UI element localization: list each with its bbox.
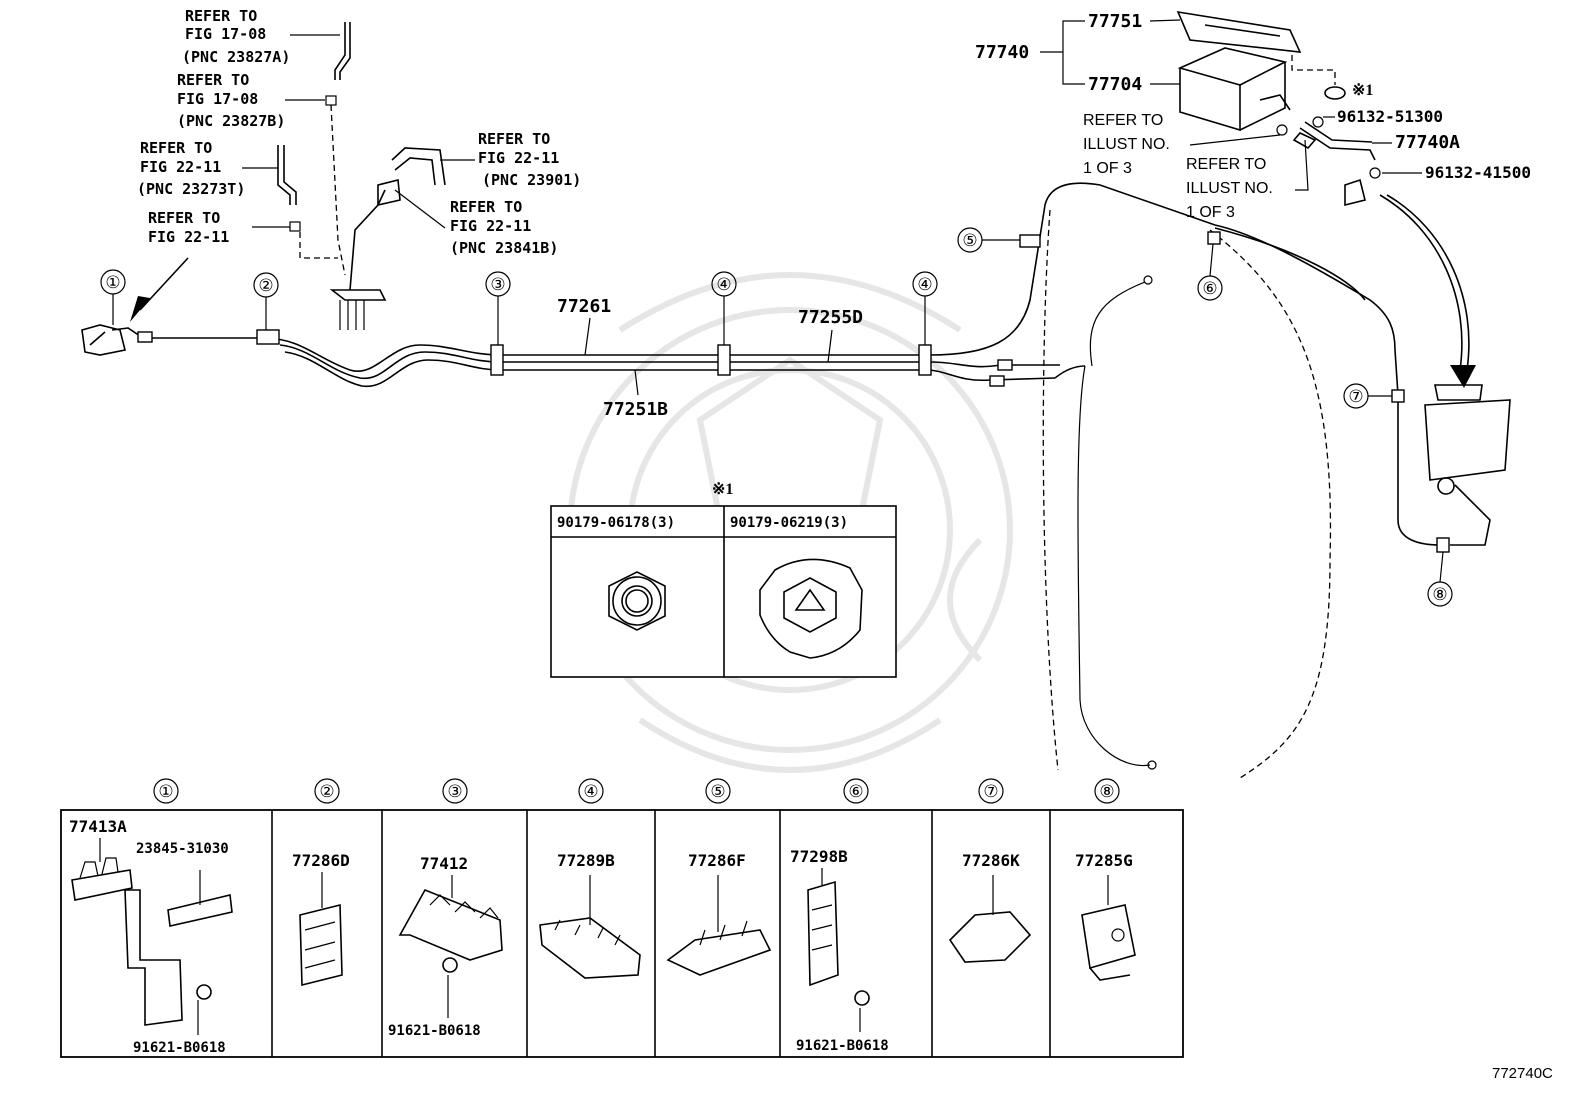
ref8-line3: 1 OF 3: [1186, 204, 1235, 221]
c2-main: 77286D: [292, 851, 350, 870]
ref1-line1: REFER TO: [185, 7, 257, 25]
ref5-line3: (PNC 23901): [482, 171, 581, 189]
nut-header-1: 90179-06178(3): [557, 515, 675, 531]
col-num-4: ④: [583, 782, 598, 801]
part-77261: 77261: [557, 296, 611, 317]
part-77751: 77751: [1088, 11, 1142, 32]
nut-table: ※1 90179-06178(3) 90179-06219(3): [550, 481, 897, 678]
ref1-line2: FIG 17-08: [185, 25, 266, 43]
col-num-3: ③: [447, 782, 462, 801]
ref2-line1: REFER TO: [177, 71, 249, 89]
c1-bolt: 91621-B0618: [133, 1040, 226, 1056]
ref6-line3: (PNC 23841B): [450, 239, 558, 257]
ref3-line2: FIG 22-11: [140, 158, 221, 176]
ref7-line2: ILLUST NO.: [1083, 136, 1170, 153]
part-77704: 77704: [1088, 74, 1142, 95]
callout-4b: ④: [917, 275, 932, 294]
ref5-line2: FIG 22-11: [478, 149, 559, 167]
c4-main: 77289B: [557, 851, 615, 870]
charcoal-canister: [1176, 10, 1511, 546]
part-77251B: 77251B: [603, 399, 668, 420]
callout-4a: ④: [716, 275, 731, 294]
c1-main: 77413A: [69, 817, 127, 836]
col-num-6: ⑥: [848, 782, 863, 801]
callout-8: ⑧: [1432, 585, 1447, 604]
ref7-line3: 1 OF 3: [1083, 160, 1132, 177]
c6-main: 77298B: [790, 847, 848, 866]
callout-7: ⑦: [1348, 387, 1363, 406]
note-mark: ※1: [1352, 82, 1373, 99]
callout-2: ②: [258, 276, 273, 295]
col-num-8: ⑧: [1099, 782, 1114, 801]
ref3-line3: (PNC 23273T): [137, 180, 245, 198]
col-num-2: ②: [319, 782, 334, 801]
part-77740: 77740: [975, 42, 1029, 63]
c8-main: 77285G: [1075, 851, 1133, 870]
c3-bolt: 91621-B0618: [388, 1023, 481, 1039]
reference-labels: REFER TO FIG 17-08 (PNC 23827A) REFER TO…: [137, 7, 1309, 257]
col-num-7: ⑦: [983, 782, 998, 801]
callout-5: ⑤: [962, 231, 977, 250]
part-77255D: 77255D: [798, 307, 863, 328]
ref2-line2: FIG 17-08: [177, 90, 258, 108]
callout-3: ③: [490, 275, 505, 294]
ref8-line2: ILLUST NO.: [1186, 180, 1273, 197]
col-num-1: ①: [158, 782, 173, 801]
left-connector: [81, 257, 189, 356]
callouts: ① ② ③ ④ ④ ⑤ ⑥ ⑦ ⑧: [100, 227, 1453, 607]
c3-main: 77412: [420, 854, 468, 873]
c5-main: 77286F: [688, 851, 746, 870]
col-num-5: ⑤: [710, 782, 725, 801]
c1-sub: 23845-31030: [136, 841, 229, 857]
ref4-line1: REFER TO: [148, 209, 220, 227]
part-96132-41500: 96132-41500: [1425, 163, 1531, 182]
c6-bolt: 91621-B0618: [796, 1038, 889, 1054]
ref8-line1: REFER TO: [1186, 156, 1266, 173]
clamp-table: ① ② ③ ④ ⑤ ⑥ ⑦ ⑧ 77413A 23845-31030 91621…: [60, 778, 1184, 1058]
ref3-line1: REFER TO: [140, 139, 212, 157]
ref2-line3: (PNC 23827B): [177, 112, 285, 130]
ref4-line2: FIG 22-11: [148, 228, 229, 246]
part-77740A: 77740A: [1395, 132, 1460, 153]
ref5-line1: REFER TO: [478, 130, 550, 148]
ref6-line1: REFER TO: [450, 198, 522, 216]
fuel-lines: [150, 182, 1450, 779]
nut-table-mark: ※1: [712, 481, 733, 498]
nut-header-2: 90179-06219(3): [730, 515, 848, 531]
filler-hoses: [277, 22, 446, 330]
callout-1: ①: [105, 273, 120, 292]
ref1-line3: (PNC 23827A): [182, 48, 290, 66]
callout-6: ⑥: [1202, 279, 1217, 298]
ref6-line2: FIG 22-11: [450, 217, 531, 235]
ref7-line1: REFER TO: [1083, 112, 1163, 129]
diagram-id: 772740C: [1492, 1065, 1553, 1082]
part-numbers: 77261 77255D 77251B 77751 77740 77704 ※1…: [557, 11, 1531, 420]
c7-main: 77286K: [962, 851, 1020, 870]
part-96132-51300: 96132-51300: [1337, 107, 1443, 126]
